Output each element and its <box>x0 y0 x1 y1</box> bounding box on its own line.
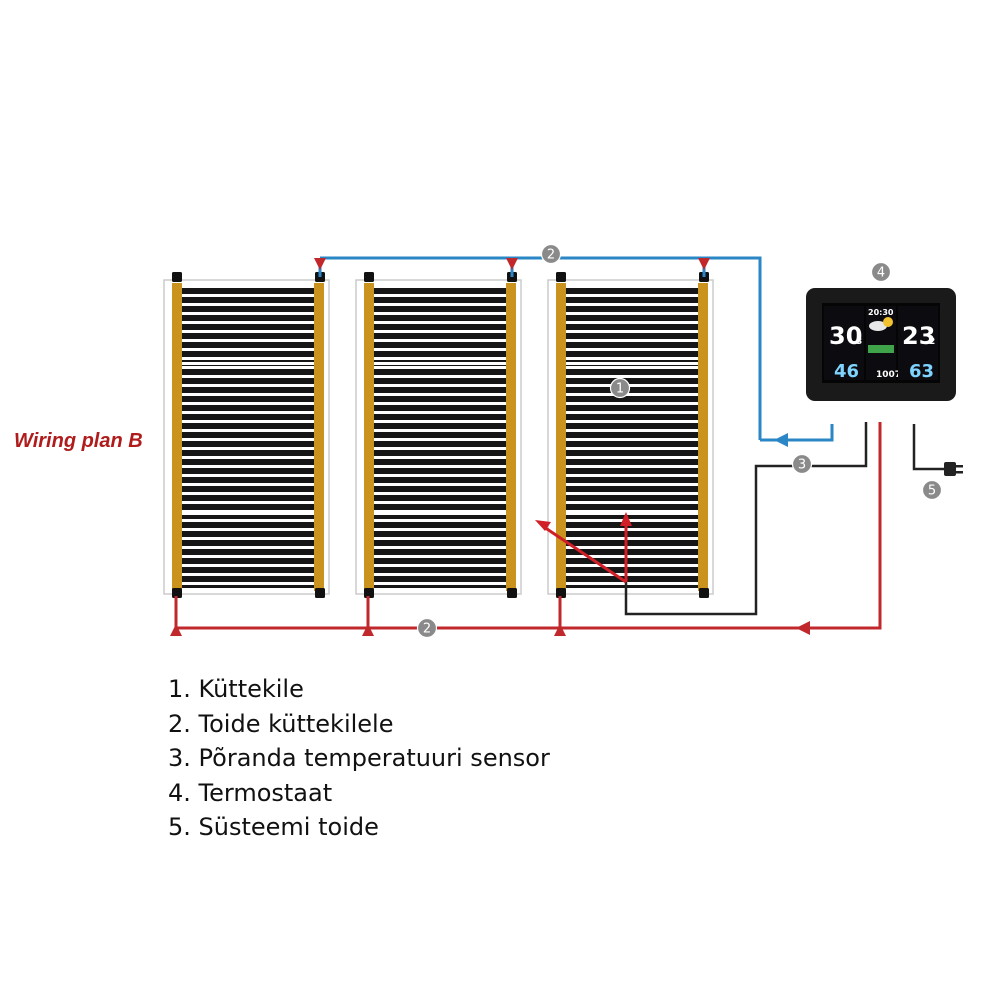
marker-label: 2 <box>423 622 431 637</box>
thermostat-left-humidity: 46 <box>834 361 859 382</box>
arrow-red-main <box>796 621 810 635</box>
arrow-blue-top-1 <box>314 258 326 270</box>
legend-item-2: 2. Toide küttekilele <box>168 709 394 738</box>
arrow-red-1 <box>170 624 182 636</box>
sensor-pointer-up-head <box>620 512 632 526</box>
marker-label: 4 <box>877 266 885 281</box>
thermostat-right-temp: 23 <box>902 322 935 350</box>
thermostat-left-temp: 30 <box>829 322 862 350</box>
marker-label: 3 <box>798 458 806 473</box>
legend-item-3: 3. Põranda temperatuuri sensor <box>168 744 550 772</box>
marker-label: 1 <box>616 382 624 397</box>
marker-label: 2 <box>547 248 555 263</box>
thermostat-right-humidity: 63 <box>909 361 934 382</box>
arrow-red-3 <box>554 624 566 636</box>
arrow-red-2 <box>362 624 374 636</box>
heating-film-3 <box>547 272 714 598</box>
thermostat-left-temp-dec: 3 <box>856 337 862 347</box>
marker-3: 3 <box>791 453 813 475</box>
thermostat-wire-top <box>320 256 762 440</box>
sensor-pointer-left <box>543 525 627 584</box>
legend-item-1: 1. Küttekile <box>168 675 304 703</box>
power-cord <box>912 424 944 471</box>
thermostat-time: 20:30 <box>868 308 894 317</box>
legend: 1. Küttekile 2. Toide küttekilele 3. Põr… <box>168 672 550 845</box>
marker-label: 5 <box>928 484 936 499</box>
diagram-title: Wiring plan B <box>14 430 143 452</box>
sensor-pointer-left-head <box>535 520 551 531</box>
power-wire-bottom <box>176 422 882 630</box>
heating-films <box>163 272 714 598</box>
sensor-wire <box>624 422 868 616</box>
power-plug-icon <box>944 462 963 476</box>
arrow-blue <box>774 433 788 447</box>
heating-film-1 <box>163 272 330 598</box>
marker-1: 1 <box>609 377 631 399</box>
marker-2: 2 <box>540 243 562 265</box>
marker-4: 4 <box>870 261 892 283</box>
marker-2: 2 <box>416 617 438 639</box>
wires <box>170 256 944 636</box>
thermostat-right-temp-dec: 2 <box>929 337 935 347</box>
legend-item-4: 4. Termostaat <box>168 778 333 807</box>
legend-item-5: 5. Süsteemi toide <box>168 813 379 841</box>
heating-film-2 <box>355 272 522 598</box>
thermostat-display-icon: 30 3 46 20:30 1007 23 2 63 <box>806 288 956 401</box>
arrow-blue-top-3 <box>698 258 710 270</box>
marker-5: 5 <box>921 479 943 501</box>
thermostat-wire-link <box>760 424 834 442</box>
thermostat-pressure: 1007 <box>876 370 901 380</box>
arrow-blue-top-2 <box>506 258 518 270</box>
